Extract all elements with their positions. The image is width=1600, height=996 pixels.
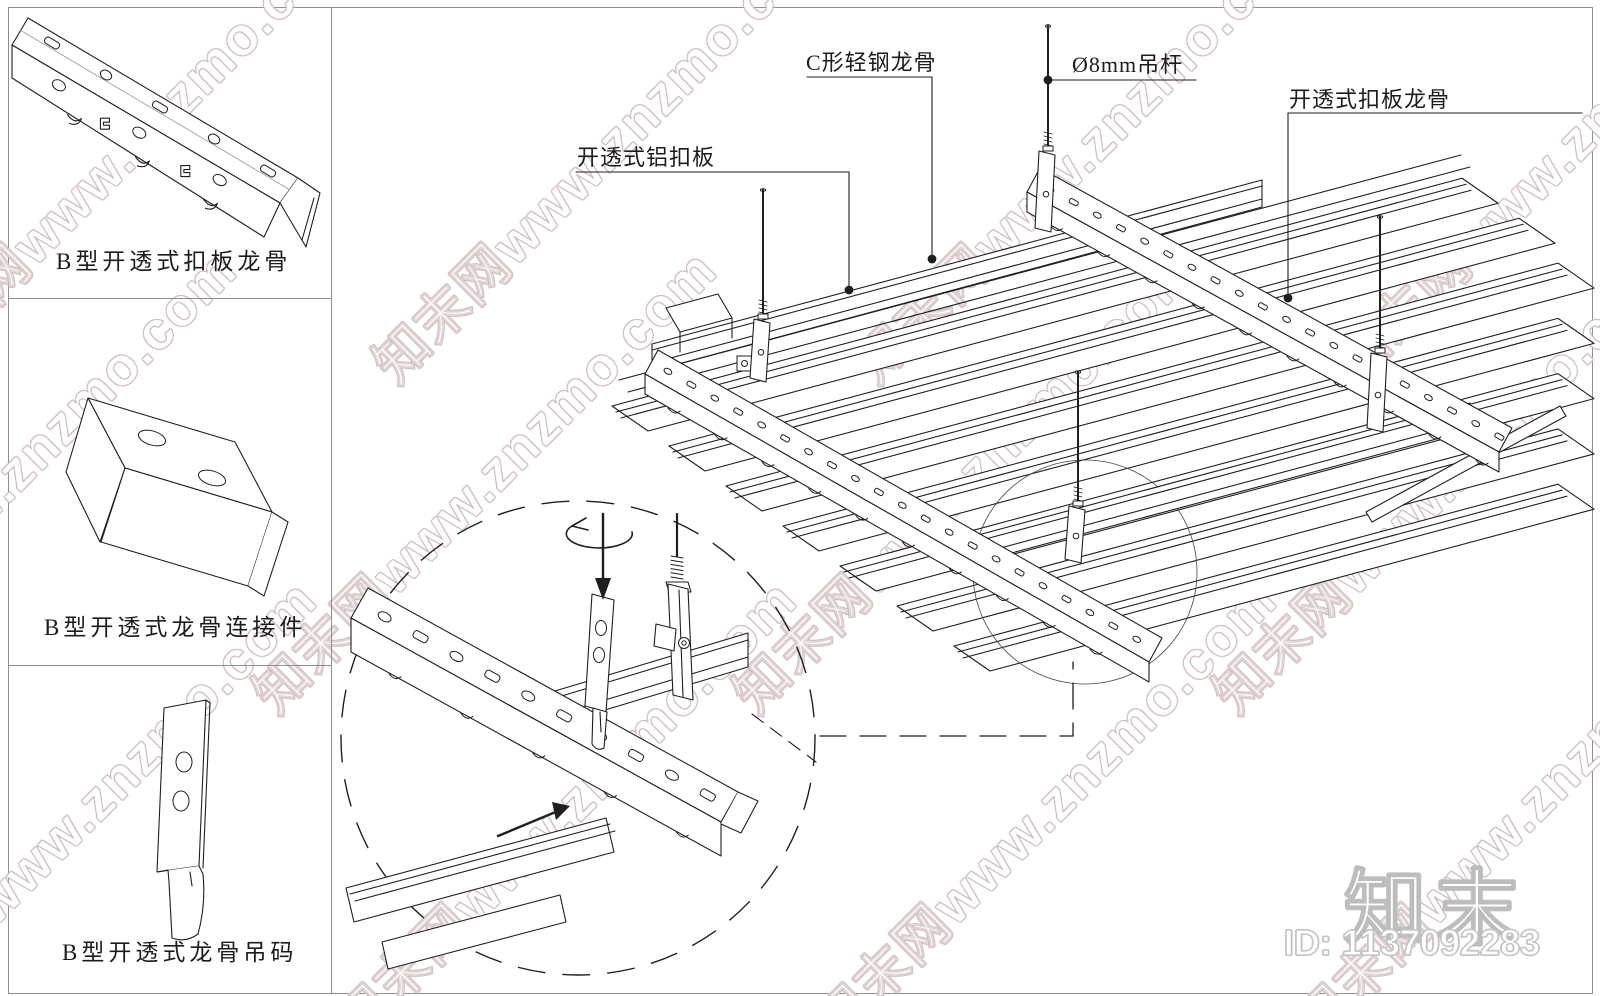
part-label-clip: B型开透式龙骨吊码 bbox=[62, 940, 298, 965]
panel-keels bbox=[645, 168, 1512, 682]
hanger-rods bbox=[750, 25, 1387, 563]
callout-hanger-rod: Ø8mm吊杆 bbox=[1072, 52, 1184, 77]
callout-leaders bbox=[576, 75, 1582, 303]
insert-down-arrow bbox=[595, 514, 611, 600]
part-label-connector: B型开透式龙骨连接件 bbox=[44, 615, 307, 640]
callout-c-channel: C形轻钢龙骨 bbox=[806, 50, 937, 75]
site-logo: 知末 bbox=[1343, 863, 1528, 956]
part-label-keel: B型开透式扣板龙骨 bbox=[56, 249, 292, 274]
detail-connector bbox=[820, 662, 1073, 736]
part-keel-sketch bbox=[12, 18, 320, 247]
rotate-arrow bbox=[566, 526, 632, 548]
rotate-arrow-head bbox=[572, 518, 588, 530]
callout-aluminum-panel: 开透式铝扣板 bbox=[577, 145, 716, 170]
slide-arrow bbox=[498, 802, 570, 836]
callout-panel-keel: 开透式扣板龙骨 bbox=[1289, 87, 1451, 112]
sidebar-row-divider-2 bbox=[8, 665, 331, 666]
sidebar-divider bbox=[331, 7, 332, 993]
part-clip-sketch bbox=[157, 700, 210, 940]
sidebar-row-divider-1 bbox=[8, 298, 331, 299]
outer-border bbox=[8, 7, 1593, 994]
part-connector-sketch bbox=[66, 398, 288, 596]
drawing-id: ID: 1137092283 bbox=[1283, 921, 1540, 963]
detail-content bbox=[346, 588, 816, 969]
detail-circle bbox=[341, 501, 815, 975]
detail-rod bbox=[654, 514, 693, 700]
